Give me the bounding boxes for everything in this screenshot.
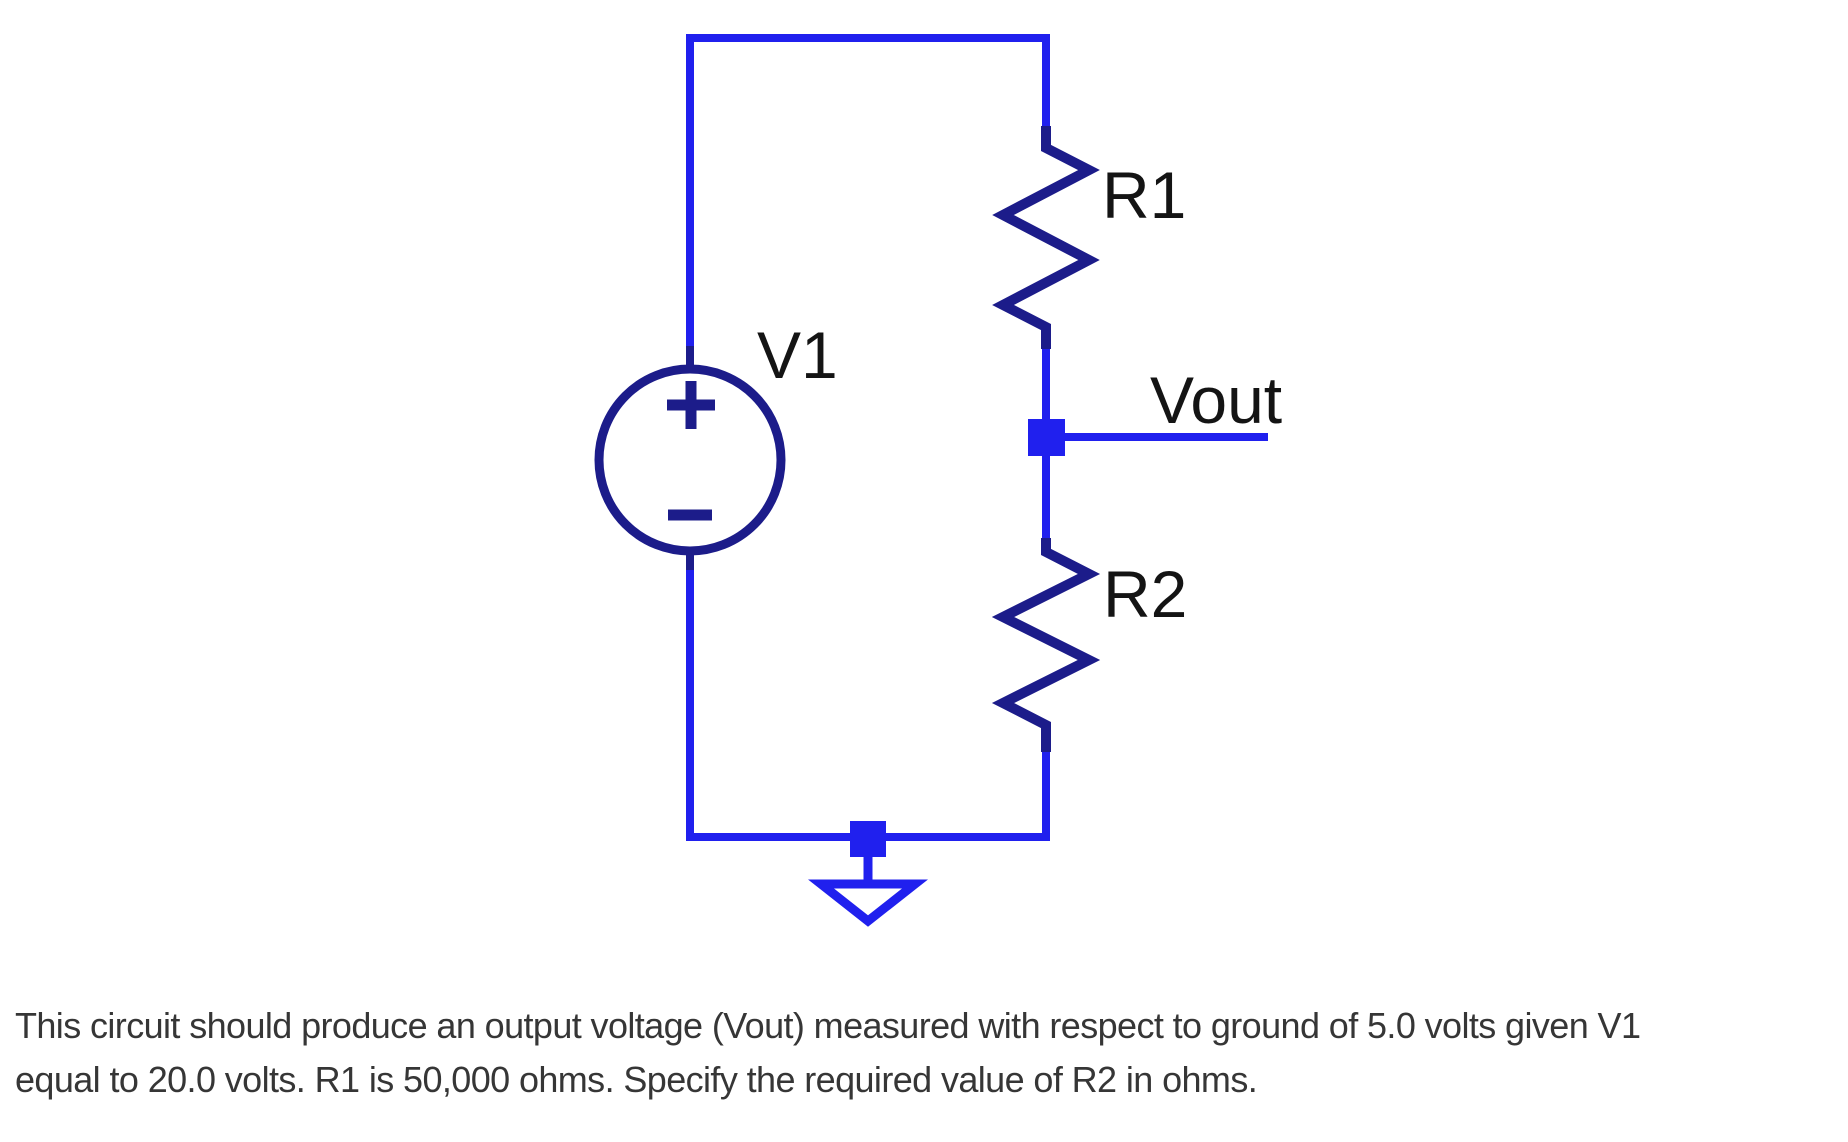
- wire-top-run: [686, 34, 1050, 352]
- resistor-r1-zigzag: [992, 126, 1100, 349]
- voltage-source-circle: [594, 364, 786, 556]
- plus-symbol-icon: [667, 381, 715, 429]
- vout-label: Vout: [1150, 363, 1282, 437]
- v1-label: V1: [757, 318, 838, 392]
- ground-node-square: [850, 821, 886, 857]
- resistor-r2-zigzag: [991, 538, 1101, 752]
- ground-triangle-icon: [808, 879, 928, 927]
- wire-bottom-run: [686, 570, 1050, 841]
- problem-statement-line-1: This circuit should produce an output vo…: [15, 1005, 1641, 1046]
- r1-label: R1: [1102, 158, 1186, 232]
- vout-node-square: [1028, 419, 1065, 456]
- problem-statement-line-2: equal to 20.0 volts. R1 is 50,000 ohms. …: [15, 1059, 1258, 1100]
- problem-statement: This circuit should produce an output vo…: [15, 999, 1835, 1107]
- r2-label: R2: [1103, 557, 1187, 631]
